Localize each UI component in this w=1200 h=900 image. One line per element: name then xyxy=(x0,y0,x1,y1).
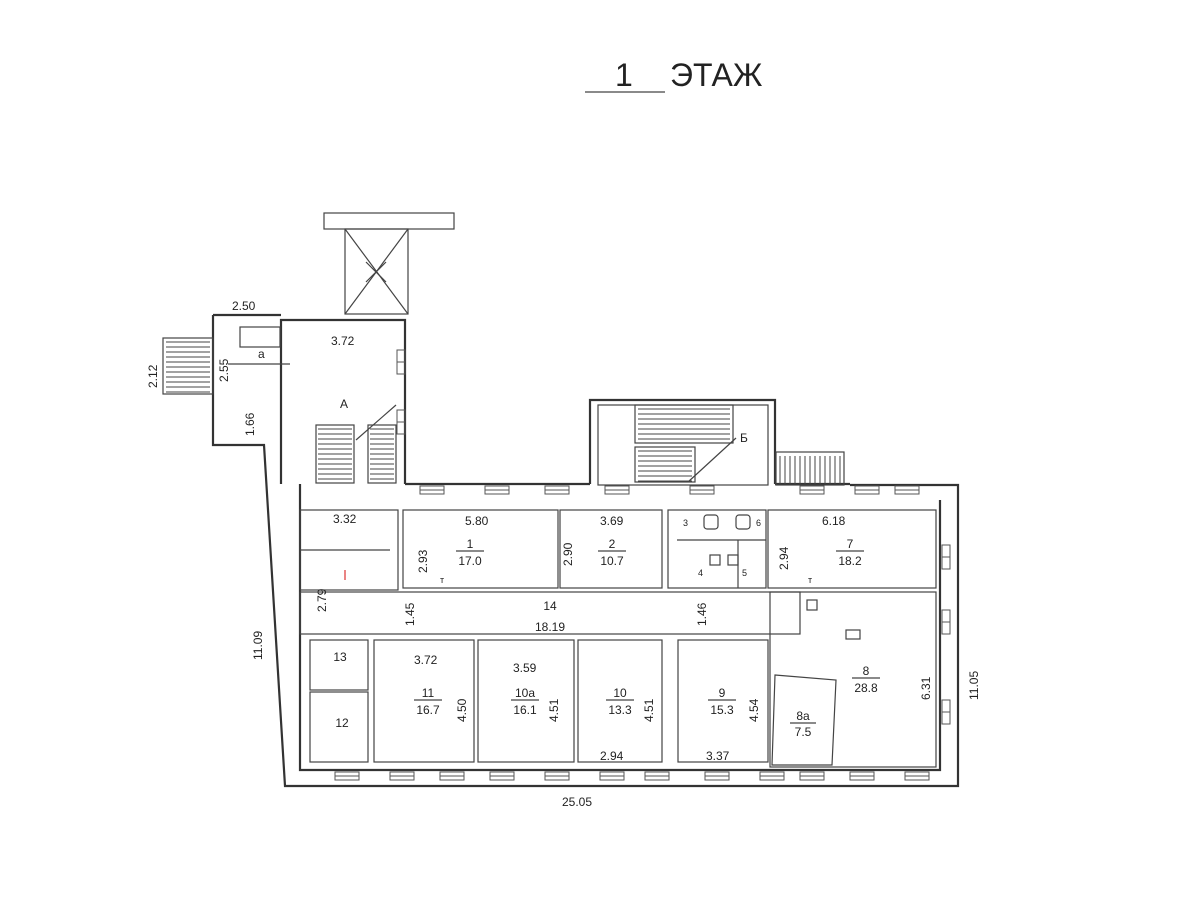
room-1-area: 17.0 xyxy=(458,554,482,568)
dim-3-72-top: 3.72 xyxy=(331,334,355,348)
floor-label: ЭТАЖ xyxy=(670,57,763,93)
dim-1-66: 1.66 xyxy=(243,412,257,436)
dim-3-59: 3.59 xyxy=(513,661,537,675)
room-9-area: 15.3 xyxy=(710,703,734,717)
dim-6-18: 6.18 xyxy=(822,514,846,528)
room-4-number: 4 xyxy=(698,568,703,578)
fixture-mark-7: т xyxy=(808,575,812,585)
dim-4-51-a: 4.51 xyxy=(547,698,561,722)
room-12-number: 12 xyxy=(335,716,349,730)
room-8a-area: 7.5 xyxy=(795,725,812,739)
room-8-number: 8 xyxy=(863,664,870,678)
zone-a-small: а xyxy=(258,347,265,361)
room-11-number: 11 xyxy=(422,686,435,700)
room-14-number: 14 xyxy=(543,599,557,613)
room-9-number: 9 xyxy=(719,686,726,700)
dim-2-12: 2.12 xyxy=(146,364,160,388)
roof-vent xyxy=(323,212,455,315)
sanitary-fixtures xyxy=(344,514,818,611)
floor-title: 1 ЭТАЖ xyxy=(585,57,763,93)
fixture-mark-1: т xyxy=(440,575,444,585)
room-10-number: 10 xyxy=(613,686,627,700)
room-13-number: 13 xyxy=(333,650,347,664)
dim-11-09: 11.09 xyxy=(251,631,265,660)
zone-A: А xyxy=(340,397,348,411)
room-10a-area: 16.1 xyxy=(513,703,537,717)
dim-3-72-r11: 3.72 xyxy=(414,653,438,667)
room-10-area: 13.3 xyxy=(608,703,632,717)
dim-3-69: 3.69 xyxy=(600,514,624,528)
dim-3-37: 3.37 xyxy=(706,749,730,763)
room-2-number: 2 xyxy=(609,537,616,551)
dim-1-46: 1.46 xyxy=(695,602,709,626)
room-1-number: 1 xyxy=(467,537,474,551)
stair-a xyxy=(228,326,397,484)
dim-6-31: 6.31 xyxy=(919,676,933,700)
dim-2-55: 2.55 xyxy=(217,358,231,382)
room-8a-number: 8а xyxy=(796,709,810,723)
dim-2-94-r7: 2.94 xyxy=(777,546,791,570)
zone-B: Б xyxy=(740,431,748,445)
entrance-stair-left xyxy=(162,337,214,395)
room-5-number: 5 xyxy=(742,568,747,578)
dim-4-51-b: 4.51 xyxy=(642,698,656,722)
room-11-area: 16.7 xyxy=(416,703,440,717)
dim-18-19: 18.19 xyxy=(535,620,565,634)
dim-4-50: 4.50 xyxy=(455,698,469,722)
dim-2-90: 2.90 xyxy=(561,542,575,566)
room-7-area: 18.2 xyxy=(838,554,862,568)
room-10a-number: 10а xyxy=(515,686,535,700)
dim-1-45: 1.45 xyxy=(403,602,417,626)
dim-4-54: 4.54 xyxy=(747,698,761,722)
room-3-number: 3 xyxy=(683,518,688,528)
dim-2-94-r10: 2.94 xyxy=(600,749,624,763)
interior-walls xyxy=(299,509,937,768)
dim-25-05: 25.05 xyxy=(562,795,592,809)
dim-2-93: 2.93 xyxy=(416,549,430,573)
dimension-labels: 2.50 2.12 2.55 1.66 3.72 3.32 2.79 11.09… xyxy=(146,299,981,809)
room-2-area: 10.7 xyxy=(600,554,624,568)
dim-5-80: 5.80 xyxy=(465,514,489,528)
stair-b xyxy=(597,404,845,486)
room-7-number: 7 xyxy=(847,537,854,551)
dim-11-05: 11.05 xyxy=(967,671,981,700)
windows xyxy=(334,349,951,781)
room-labels: 1 17.0 2 10.7 7 18.2 8 28.8 8а 7.5 9 15.… xyxy=(333,518,880,739)
room-8-area: 28.8 xyxy=(854,681,878,695)
floor-number: 1 xyxy=(615,57,633,93)
dim-2-79: 2.79 xyxy=(315,588,329,612)
room-6-number: 6 xyxy=(756,518,761,528)
dim-3-32: 3.32 xyxy=(333,512,357,526)
dim-2-50: 2.50 xyxy=(232,299,256,313)
